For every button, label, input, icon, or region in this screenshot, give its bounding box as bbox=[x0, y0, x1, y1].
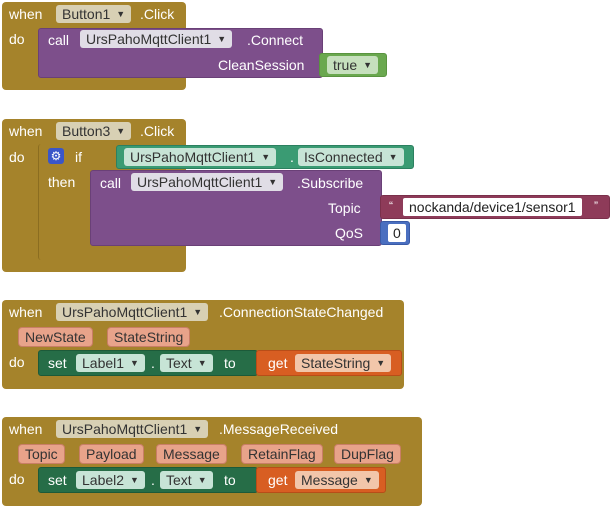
param-retainflag[interactable]: RetainFlag bbox=[241, 444, 323, 464]
event-name: .Click bbox=[140, 6, 175, 22]
component-name: Button3 bbox=[62, 123, 111, 139]
target-dropdown[interactable]: Label2 ▼ bbox=[76, 471, 145, 489]
param-label: CleanSession bbox=[218, 57, 305, 73]
do-label: do bbox=[9, 471, 25, 487]
qos-number[interactable]: 0 bbox=[388, 224, 406, 242]
open-quote-icon: “ bbox=[389, 199, 393, 213]
param-statestring[interactable]: StateString bbox=[107, 327, 191, 347]
if-label: if bbox=[75, 149, 82, 165]
component-name: Button1 bbox=[62, 6, 111, 22]
to-label: to bbox=[224, 472, 236, 488]
call-label: call bbox=[48, 32, 70, 48]
variable-name: Message bbox=[301, 472, 358, 488]
property-dropdown[interactable]: IsConnected ▼ bbox=[298, 148, 404, 166]
gear-icon[interactable]: ⚙ bbox=[48, 148, 64, 164]
set-label2-text-block[interactable] bbox=[38, 467, 258, 493]
do-label: do bbox=[9, 149, 25, 165]
chevron-down-icon: ▼ bbox=[363, 475, 373, 485]
event-name: .Click bbox=[140, 123, 175, 139]
component-name: UrsPahoMqttClient1 bbox=[62, 304, 188, 320]
target-name: Label2 bbox=[82, 472, 125, 488]
client-name: UrsPahoMqttClient1 bbox=[137, 174, 263, 190]
variable-dropdown[interactable]: StateString ▼ bbox=[295, 354, 392, 372]
component-dropdown-button1[interactable]: Button1 ▼ bbox=[56, 5, 132, 23]
client-name: UrsPahoMqttClient1 bbox=[86, 31, 212, 47]
chevron-down-icon: ▼ bbox=[388, 152, 398, 162]
event-name: .ConnectionStateChanged bbox=[219, 304, 384, 320]
chevron-down-icon: ▼ bbox=[217, 34, 227, 44]
topic-string[interactable]: nockanda/device1/sensor1 bbox=[403, 198, 582, 216]
set-label: set bbox=[48, 472, 67, 488]
param-newstate[interactable]: NewState bbox=[18, 327, 93, 347]
chevron-down-icon: ▼ bbox=[197, 358, 207, 368]
get-label: get bbox=[268, 355, 288, 371]
component-dropdown-button3[interactable]: Button3 ▼ bbox=[56, 122, 132, 140]
event-name: .MessageReceived bbox=[219, 421, 339, 437]
chevron-down-icon: ▼ bbox=[193, 424, 203, 434]
param-topic[interactable]: Topic bbox=[18, 444, 65, 464]
get-label: get bbox=[268, 472, 288, 488]
property-dropdown[interactable]: Text ▼ bbox=[160, 354, 213, 372]
chevron-down-icon: ▼ bbox=[261, 152, 271, 162]
client-dropdown[interactable]: UrsPahoMqttClient1 ▼ bbox=[80, 30, 233, 48]
chevron-down-icon: ▼ bbox=[268, 177, 278, 187]
when-label: when bbox=[9, 304, 43, 320]
component-name: UrsPahoMqttClient1 bbox=[62, 421, 188, 437]
dot-separator: . bbox=[290, 149, 294, 165]
target-name: Label1 bbox=[82, 355, 125, 371]
property-dropdown[interactable]: Text ▼ bbox=[160, 471, 213, 489]
property-name: Text bbox=[166, 355, 192, 371]
set-label1-text-block[interactable] bbox=[38, 350, 258, 376]
chevron-down-icon: ▼ bbox=[130, 475, 139, 485]
dot-separator: . bbox=[151, 472, 155, 488]
topic-label: Topic bbox=[328, 200, 361, 216]
target-dropdown[interactable]: Label1 ▼ bbox=[76, 354, 145, 372]
then-label: then bbox=[48, 174, 76, 190]
chevron-down-icon: ▼ bbox=[130, 358, 139, 368]
component-dropdown-client[interactable]: UrsPahoMqttClient1 ▼ bbox=[56, 303, 209, 321]
chevron-down-icon: ▼ bbox=[116, 126, 126, 136]
variable-dropdown[interactable]: Message ▼ bbox=[295, 471, 379, 489]
chevron-down-icon: ▼ bbox=[363, 60, 373, 70]
chevron-down-icon: ▼ bbox=[197, 475, 207, 485]
method-name: .Connect bbox=[247, 32, 304, 48]
when-label: when bbox=[9, 123, 43, 139]
to-label: to bbox=[224, 355, 236, 371]
param-payload[interactable]: Payload bbox=[79, 444, 144, 464]
close-quote-icon: ” bbox=[594, 199, 598, 213]
do-label: do bbox=[9, 31, 25, 47]
set-label: set bbox=[48, 355, 67, 371]
call-label: call bbox=[100, 175, 122, 191]
dot-separator: . bbox=[151, 355, 155, 371]
param-message[interactable]: Message bbox=[156, 444, 227, 464]
property-name: Text bbox=[166, 472, 192, 488]
chevron-down-icon: ▼ bbox=[116, 9, 126, 19]
when-label: when bbox=[9, 6, 43, 22]
method-name: .Subscribe bbox=[297, 175, 364, 191]
chevron-down-icon: ▼ bbox=[376, 358, 386, 368]
cond-client-dropdown[interactable]: UrsPahoMqttClient1 ▼ bbox=[124, 148, 277, 166]
variable-name: StateString bbox=[301, 355, 371, 371]
client-name: UrsPahoMqttClient1 bbox=[130, 149, 256, 165]
boolean-dropdown[interactable]: true ▼ bbox=[327, 56, 379, 74]
client-dropdown[interactable]: UrsPahoMqttClient1 ▼ bbox=[131, 173, 284, 191]
property-name: IsConnected bbox=[304, 149, 383, 165]
boolean-value: true bbox=[333, 57, 358, 73]
chevron-down-icon: ▼ bbox=[193, 307, 203, 317]
when-label: when bbox=[9, 421, 43, 437]
component-dropdown-client[interactable]: UrsPahoMqttClient1 ▼ bbox=[56, 420, 209, 438]
param-dupflag[interactable]: DupFlag bbox=[334, 444, 401, 464]
qos-label: QoS bbox=[335, 225, 364, 241]
do-label: do bbox=[9, 354, 25, 370]
